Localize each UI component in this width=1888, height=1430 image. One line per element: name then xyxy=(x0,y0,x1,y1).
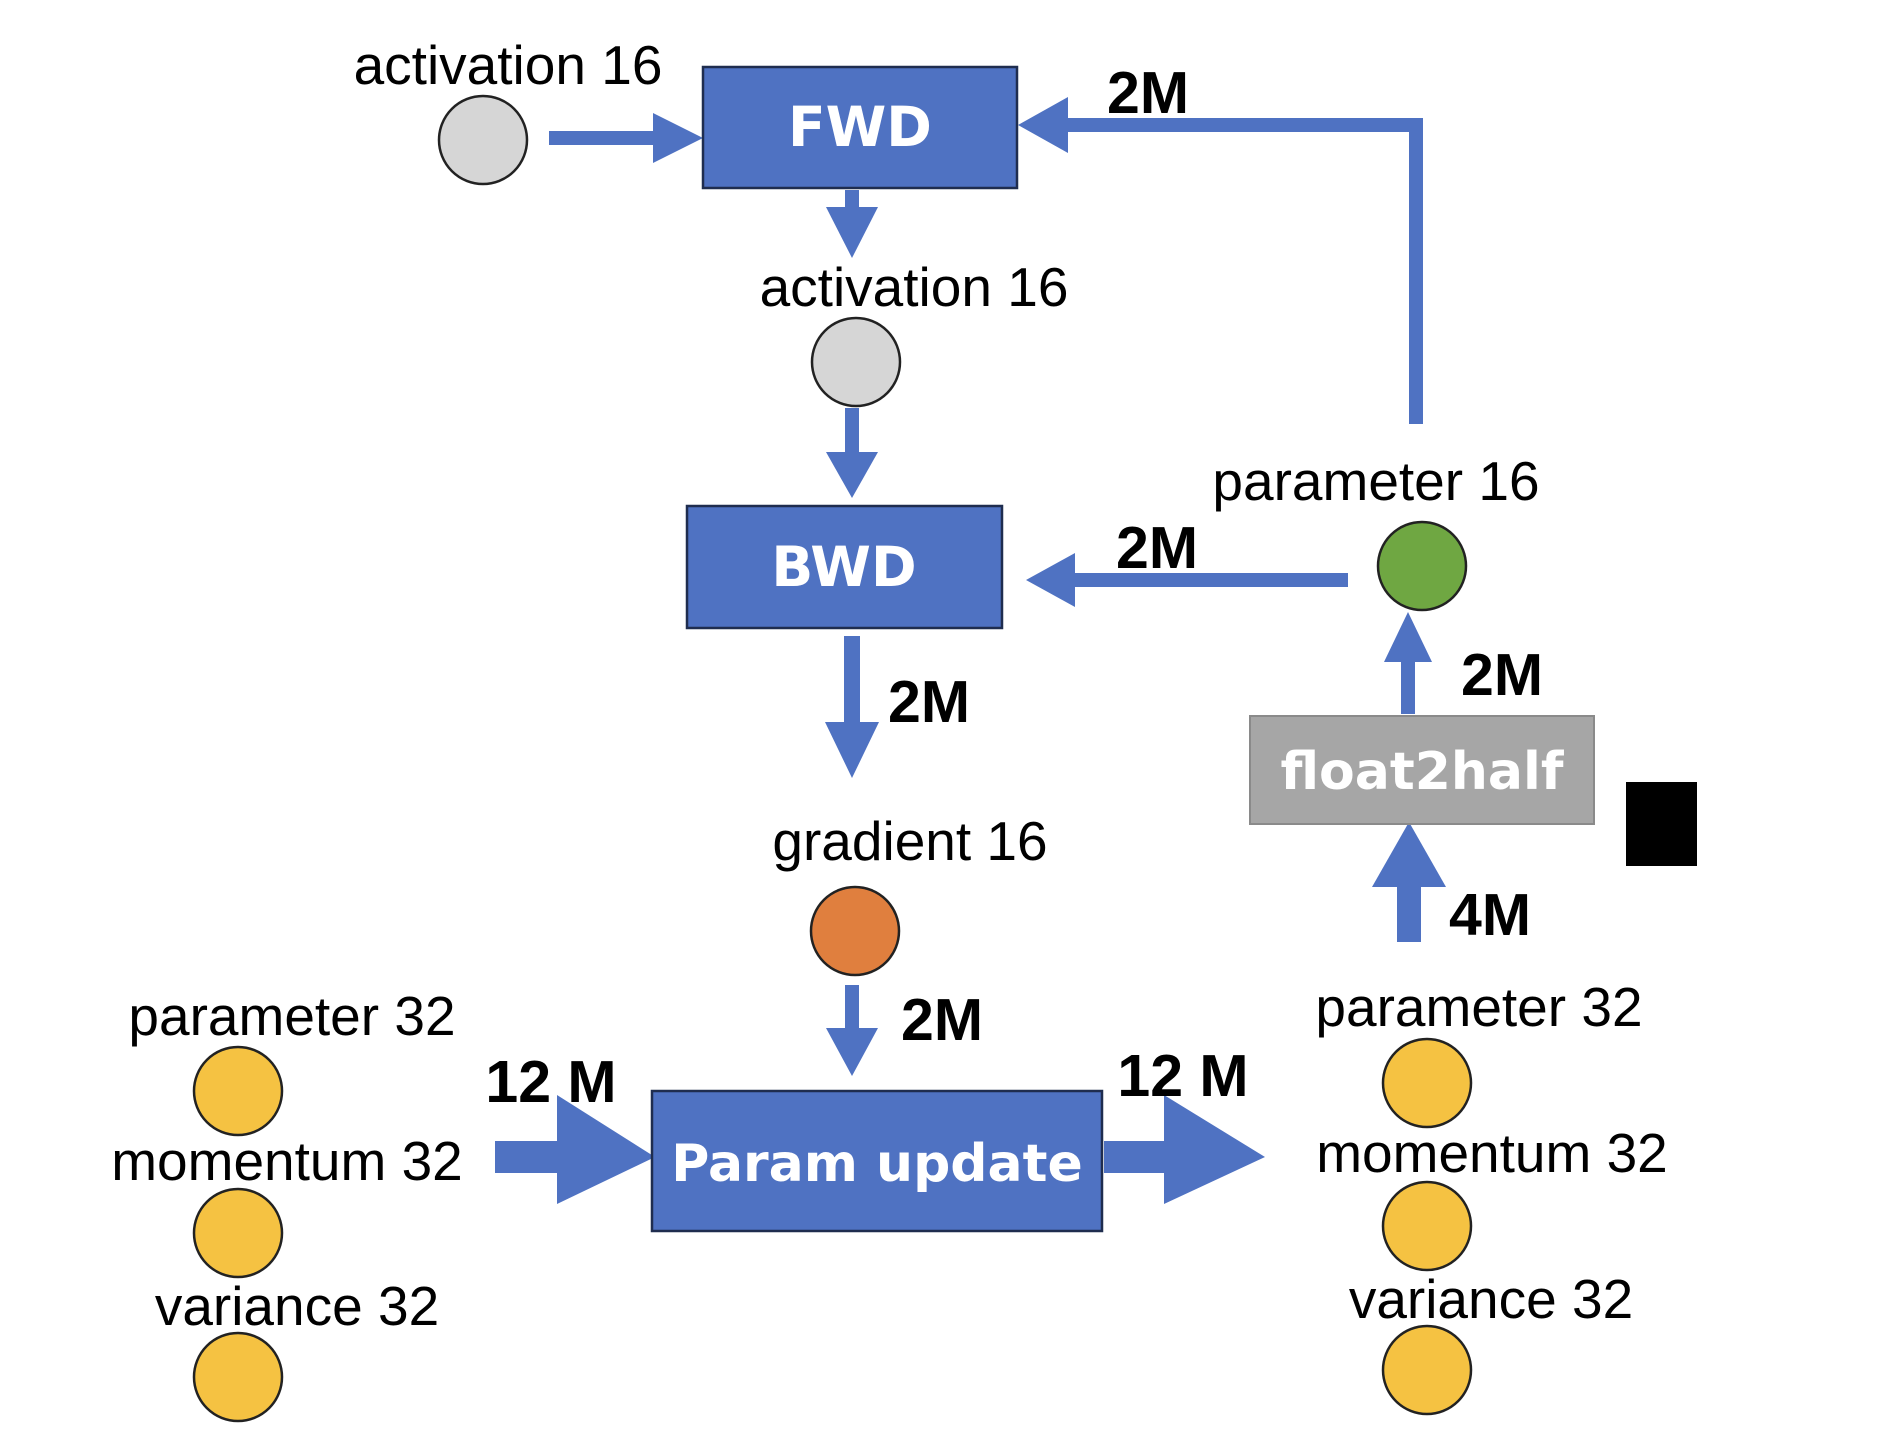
node-input-activation xyxy=(437,94,529,186)
arrow-bwd-to-gradient xyxy=(825,636,879,778)
left-optimizer-states xyxy=(192,1045,284,1423)
label-right-parameter: parameter 32 xyxy=(1315,976,1642,1038)
arrow-states-in xyxy=(495,1095,655,1204)
arrow-float2half-to-param xyxy=(1384,612,1432,714)
node-left-momentum xyxy=(192,1187,284,1279)
edge-label-bwd-to-gradient: 2M xyxy=(888,669,970,735)
node-gradient xyxy=(809,885,901,977)
arrow-activation-to-bwd xyxy=(826,408,878,498)
edge-label-states-in: 12 M xyxy=(485,1049,616,1115)
node-right-parameter xyxy=(1381,1037,1473,1129)
node-saved-activation xyxy=(810,316,902,408)
label-left-parameter: parameter 32 xyxy=(128,985,455,1047)
black-square-marker xyxy=(1626,782,1697,866)
arrow-activation-to-fwd xyxy=(549,113,703,163)
float2half-box: float2half xyxy=(1249,715,1595,825)
arrow-param-to-bwd xyxy=(1026,553,1348,607)
label-left-momentum: momentum 32 xyxy=(111,1130,463,1192)
arrow-gradient-to-update xyxy=(826,985,878,1076)
edge-label-param-to-bwd: 2M xyxy=(1116,515,1198,581)
bwd-box: BWD xyxy=(685,504,1004,630)
arrow-param-to-fwd xyxy=(1018,97,1423,424)
node-left-parameter xyxy=(192,1045,284,1137)
edge-label-states-out: 12 M xyxy=(1117,1043,1248,1109)
label-input-activation: activation 16 xyxy=(354,34,663,96)
arrow-states-out xyxy=(1104,1095,1265,1204)
label-gradient: gradient 16 xyxy=(772,810,1047,872)
edge-label-param-to-fwd: 2M xyxy=(1107,60,1189,126)
label-parameter-half: parameter 16 xyxy=(1212,450,1539,512)
param-update-label: Param update xyxy=(671,1134,1083,1194)
label-left-variance: variance 32 xyxy=(155,1275,439,1337)
edge-label-gradient-to-update: 2M xyxy=(901,987,983,1053)
arrow-fwd-to-activation xyxy=(826,190,878,258)
bwd-label: BWD xyxy=(771,535,916,599)
fwd-box: FWD xyxy=(701,65,1019,190)
node-right-variance xyxy=(1381,1324,1473,1416)
connectors xyxy=(495,97,1446,1204)
arrow-param32-to-float2half xyxy=(1372,822,1446,942)
label-right-variance: variance 32 xyxy=(1349,1268,1633,1330)
param-update-box: Param update xyxy=(650,1089,1104,1233)
edge-label-param32-to-float2half: 4M xyxy=(1449,882,1531,948)
node-right-momentum xyxy=(1381,1180,1473,1272)
label-right-momentum: momentum 32 xyxy=(1316,1122,1668,1184)
float2half-label: float2half xyxy=(1281,742,1565,802)
right-optimizer-states xyxy=(1381,1037,1473,1416)
node-parameter-half xyxy=(1376,520,1468,612)
fwd-label: FWD xyxy=(788,95,932,159)
edge-label-float2half-to-param: 2M xyxy=(1461,642,1543,708)
label-saved-activation: activation 16 xyxy=(760,256,1069,318)
node-left-variance xyxy=(192,1331,284,1423)
